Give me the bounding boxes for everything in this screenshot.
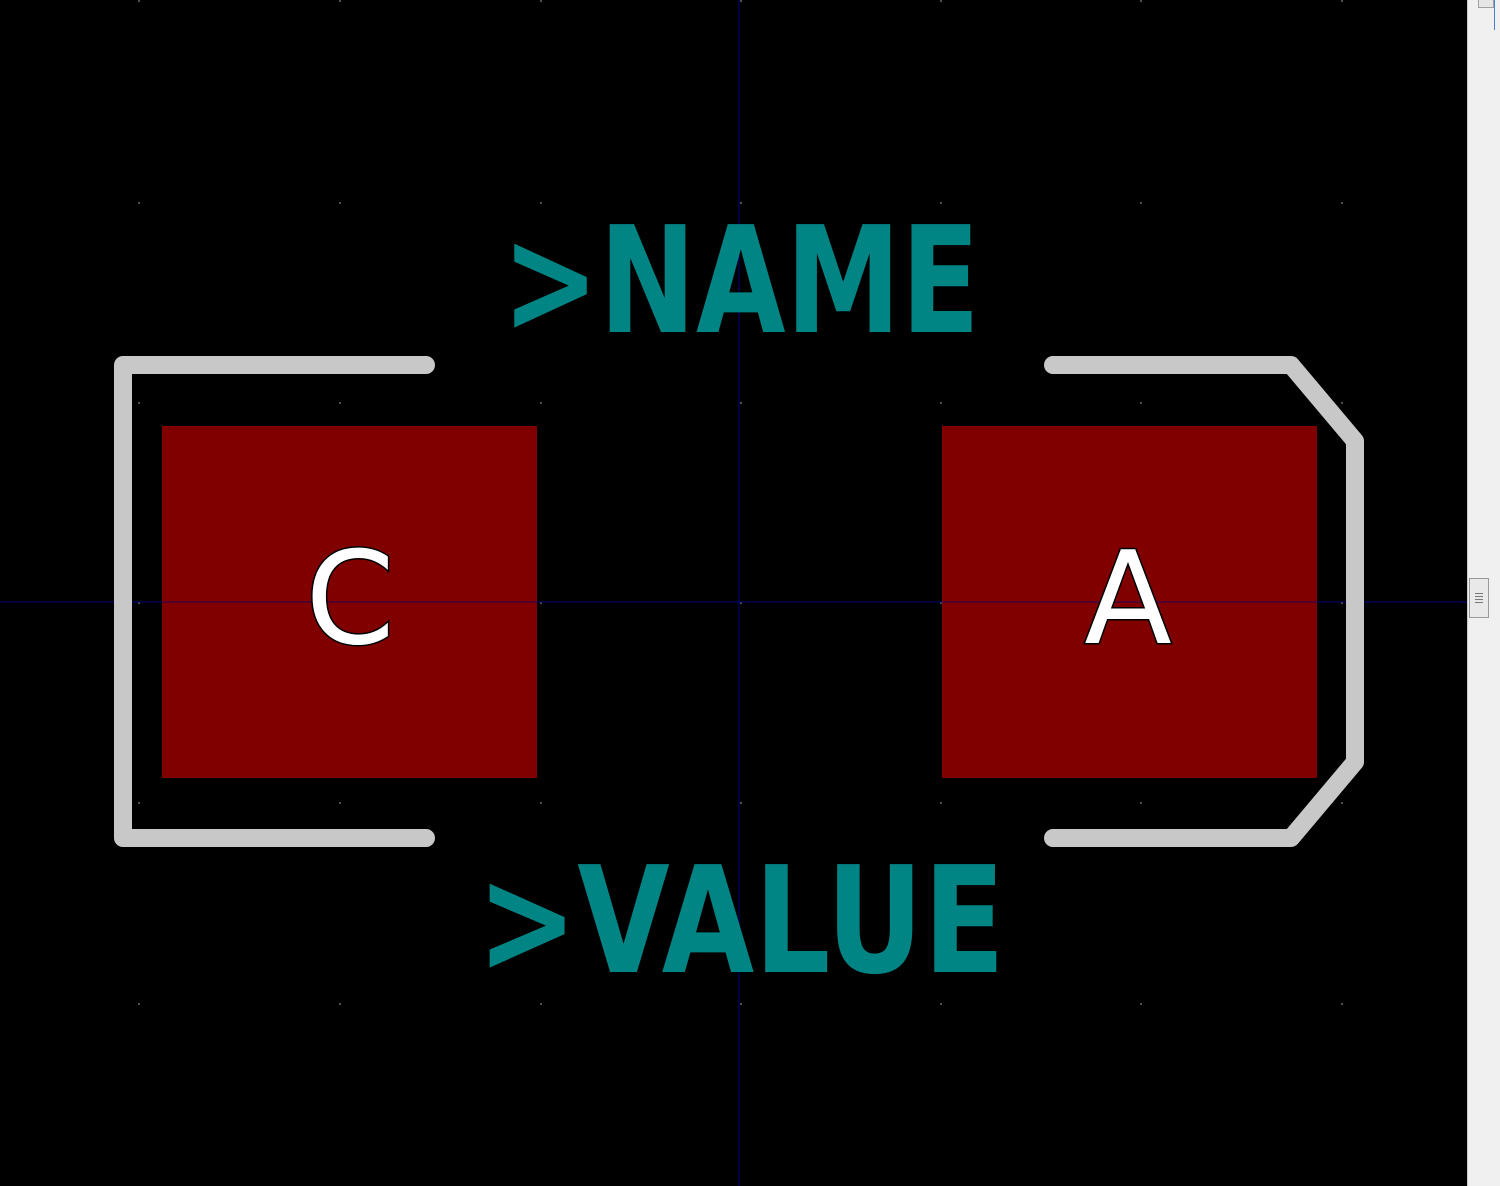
grid-dot: [138, 602, 140, 604]
grid-dot: [1341, 802, 1343, 804]
grid-dot: [940, 1003, 942, 1005]
grid-dot: [540, 0, 542, 2]
grid-dot: [1140, 402, 1142, 404]
grid-dot: [339, 402, 341, 404]
grid-dot: [740, 802, 742, 804]
value-label[interactable]: >VALUE: [477, 835, 1005, 1007]
grid-dot: [1341, 602, 1343, 604]
grid-dot: [540, 602, 542, 604]
panel-edge: [1494, 0, 1500, 30]
grid-dot: [740, 0, 742, 2]
grid-dot: [940, 802, 942, 804]
grip-icon: [1475, 593, 1483, 603]
pad-number-anode: A: [1084, 525, 1172, 674]
grid-dot: [540, 402, 542, 404]
grid-dot: [1341, 1003, 1343, 1005]
grid-dot: [940, 0, 942, 2]
grid-dot: [339, 802, 341, 804]
grid-dot: [339, 1003, 341, 1005]
grid-dot: [138, 802, 140, 804]
grid-dot: [1140, 1003, 1142, 1005]
footprint-drawing[interactable]: >NAME >VALUE C A: [0, 0, 1467, 1186]
name-label[interactable]: >NAME: [502, 195, 980, 367]
grid-dot: [138, 1003, 140, 1005]
silkscreen-left-bracket: [114, 356, 435, 847]
scroll-up-arrow-icon[interactable]: [1478, 0, 1494, 8]
grid-dot: [740, 402, 742, 404]
grid-dot: [138, 402, 140, 404]
grid-dot: [339, 202, 341, 204]
scrollbar-thumb[interactable]: [1469, 578, 1489, 618]
grid-dot: [1341, 202, 1343, 204]
grid-dot: [540, 202, 542, 204]
grid-dot: [1140, 0, 1142, 2]
grid-dot: [1341, 402, 1343, 404]
grid-dot: [940, 602, 942, 604]
grid-dot: [339, 0, 341, 2]
grid-dot: [740, 202, 742, 204]
grid-dot: [138, 0, 140, 2]
grid-dot: [1140, 202, 1142, 204]
pad-number-cathode: C: [305, 525, 394, 674]
grid-dot: [138, 202, 140, 204]
grid-dot: [940, 202, 942, 204]
grid-dot: [540, 1003, 542, 1005]
grid-dot: [940, 402, 942, 404]
silkscreen-right-bracket: [1044, 356, 1364, 847]
pcb-canvas[interactable]: >NAME >VALUE C A: [0, 0, 1467, 1186]
grid-dot: [1341, 0, 1343, 2]
grid-dot: [740, 602, 742, 604]
grid-dot: [1140, 802, 1142, 804]
grid-dot: [540, 802, 542, 804]
grid-dot: [740, 1003, 742, 1005]
